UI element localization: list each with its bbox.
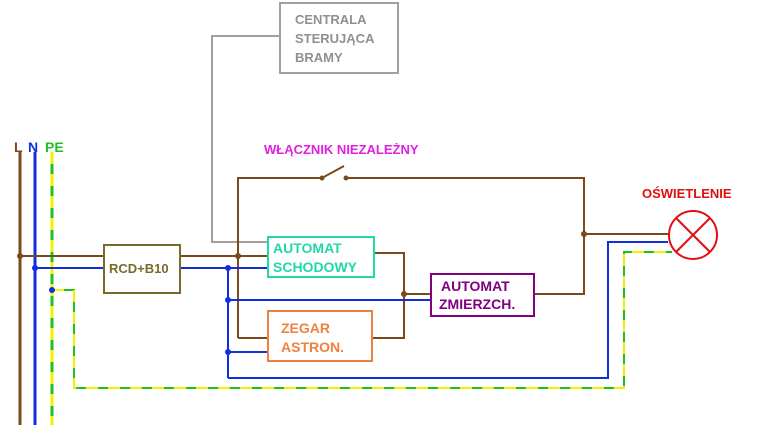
switch-label: WŁĄCZNIK NIEZALEŻNY [264,142,419,157]
zegar-line2: ASTRON. [281,339,344,355]
automat-zmierzch-line2: ZMIERZCH. [439,296,515,312]
centrala-line3: BRAMY [295,50,343,65]
centrala-line2: STERUJĄCA [295,31,375,46]
bus-label-l: L [14,139,23,155]
bus-label-pe: PE [45,139,64,155]
rcd-label: RCD+B10 [109,261,169,276]
automat-schodowy-box: AUTOMAT SCHODOWY [267,236,375,278]
automat-schodowy-line1: AUTOMAT [273,240,342,256]
automat-schodowy-line2: SCHODOWY [273,259,358,275]
rcd-box: RCD+B10 [103,244,181,294]
junction-dots [17,231,587,355]
centrala-box: CENTRALA STERUJĄCA BRAMY [279,2,399,74]
automat-zmierzch-line1: AUTOMAT [441,278,510,294]
l-wiring [20,177,668,339]
automat-zmierzch-box: AUTOMAT ZMIERZCH. [430,273,535,317]
switch-symbol [319,165,349,181]
zegar-box: ZEGAR ASTRON. [267,310,373,362]
control-line [211,35,280,243]
zegar-line1: ZEGAR [281,320,330,336]
pe-wiring [52,251,672,389]
bus-label-n: N [28,139,38,155]
n-wiring [35,241,668,379]
lamp-icon [668,210,718,260]
centrala-line1: CENTRALA [295,12,367,27]
lamp-label: OŚWIETLENIE [642,186,732,201]
